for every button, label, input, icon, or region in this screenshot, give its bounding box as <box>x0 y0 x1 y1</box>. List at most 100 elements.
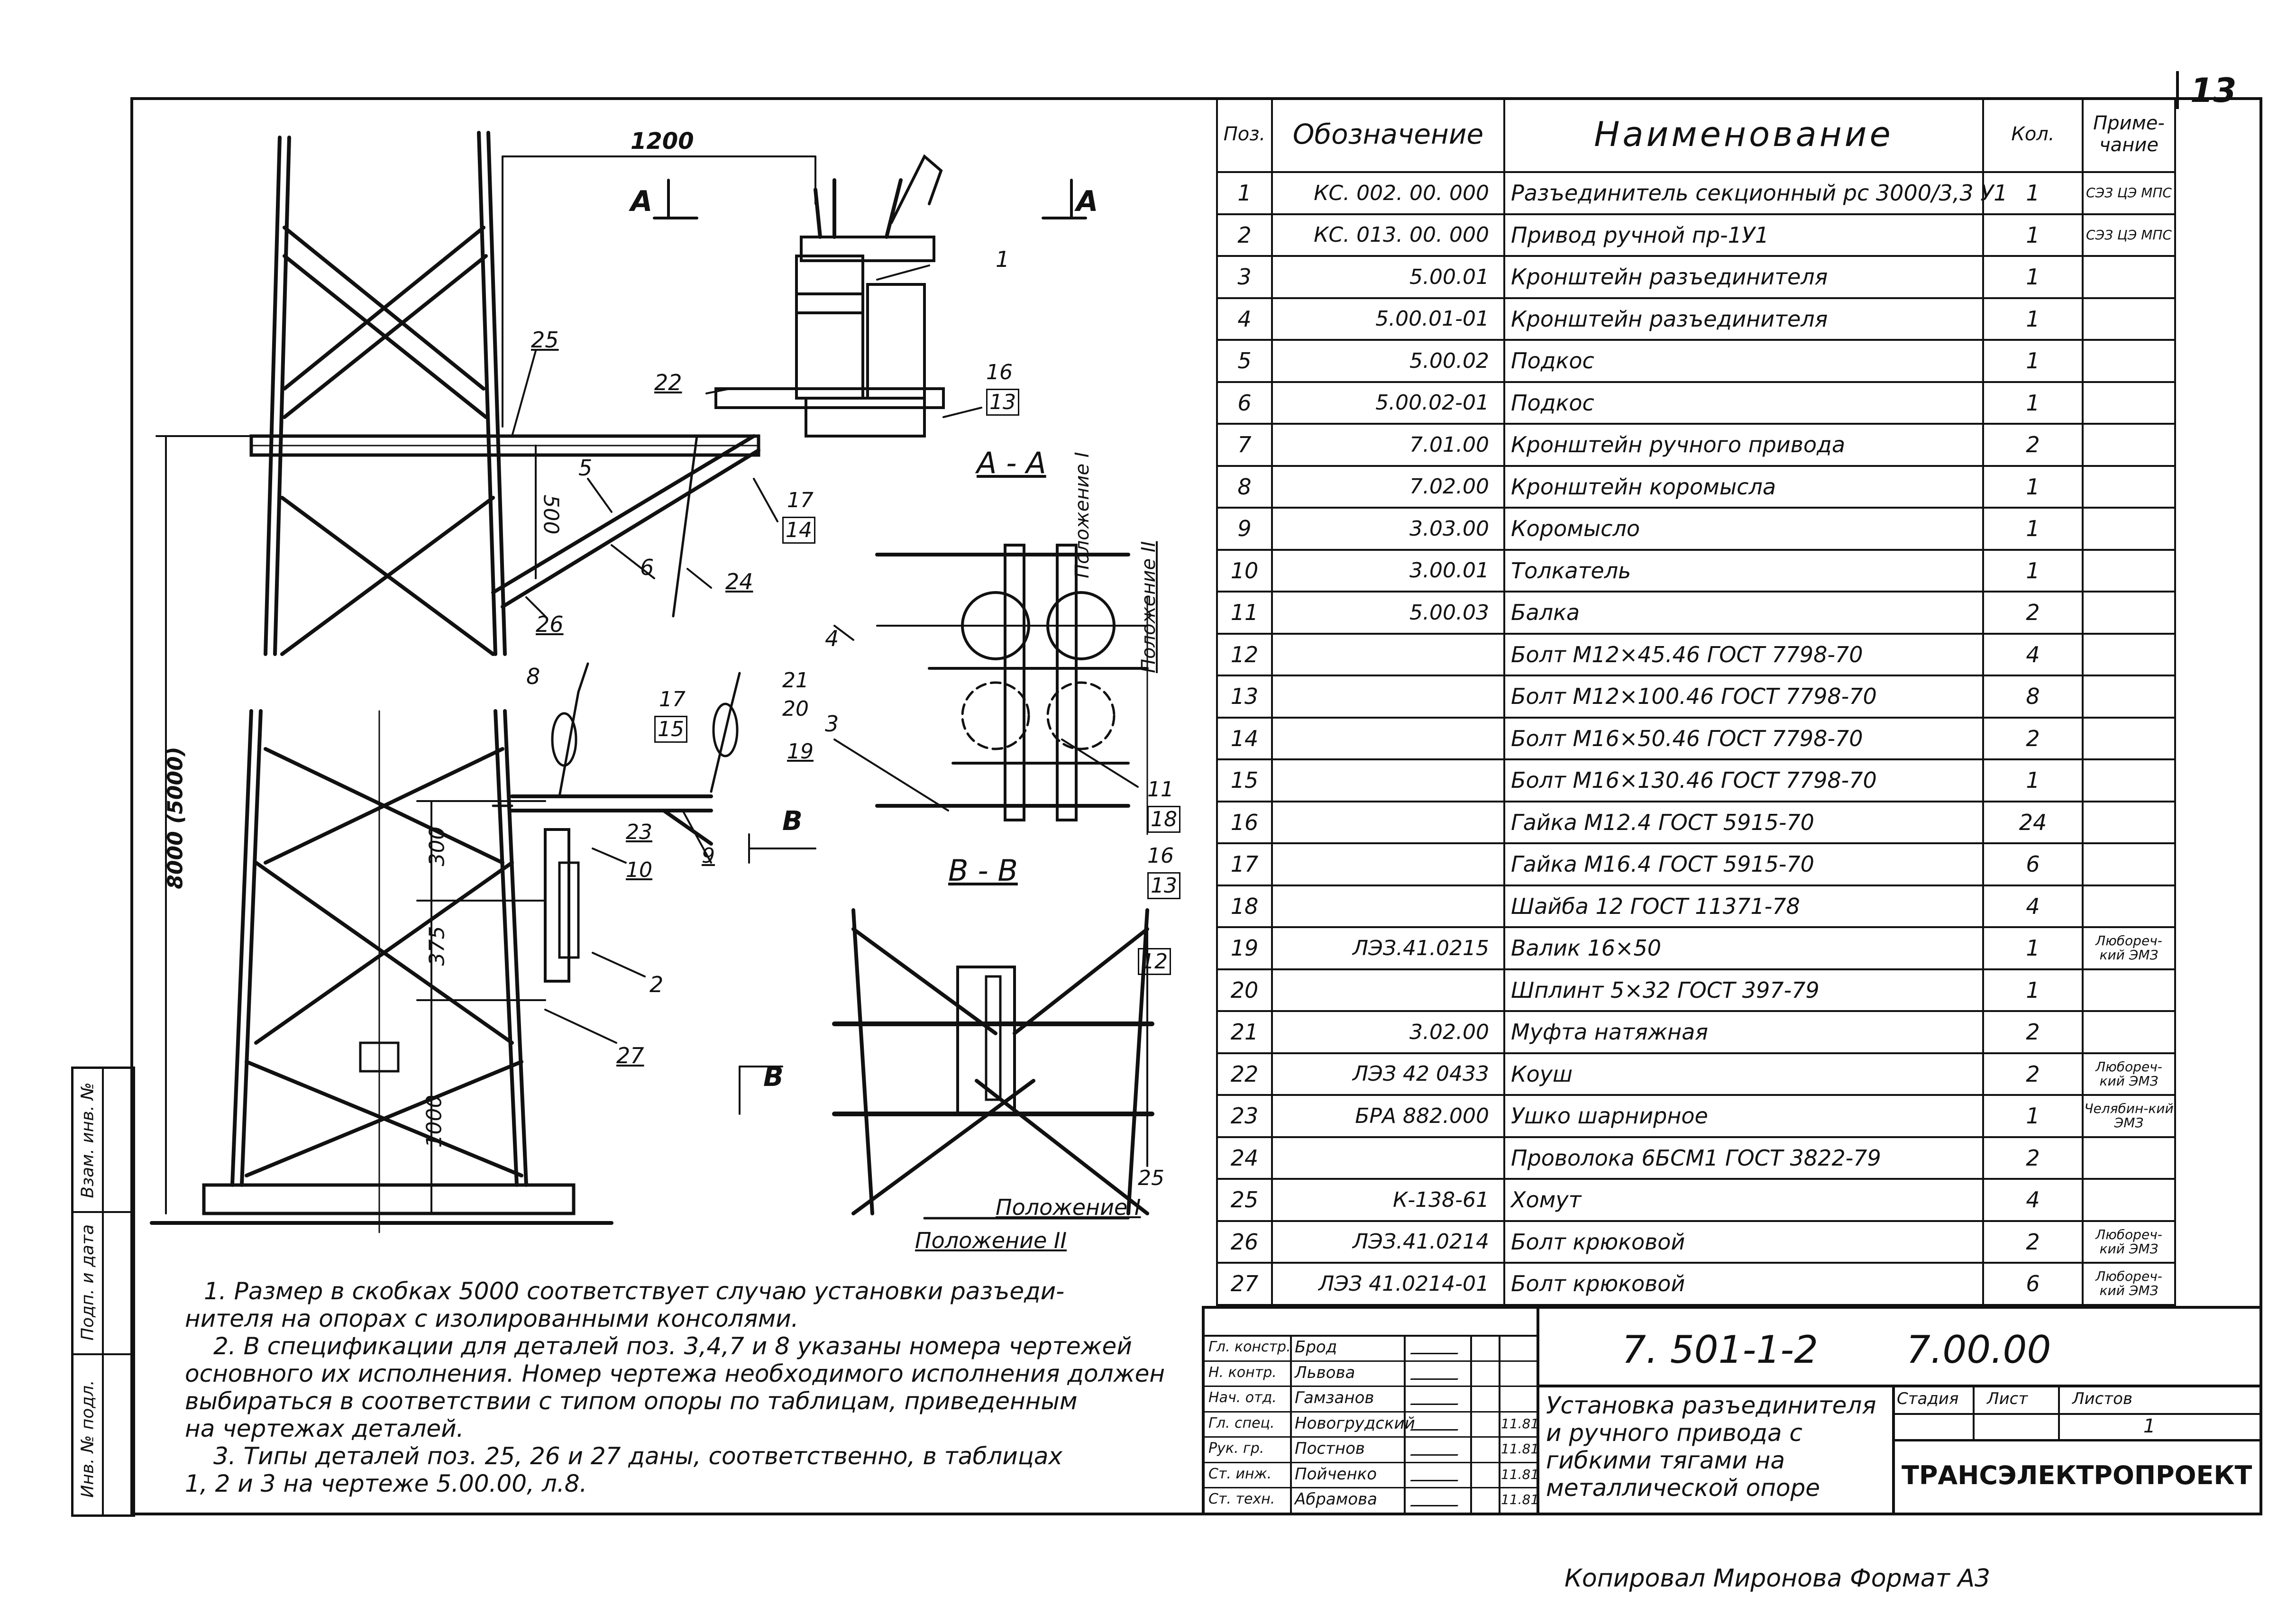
callout: 8 <box>526 664 540 689</box>
signer-role: Н. контр. <box>1208 1364 1277 1381</box>
spec-row-designation: 5.00.01-01 <box>1273 299 1505 341</box>
spec-row-name: Болт М12×45.46 ГОСТ 7798-70 <box>1505 634 1984 676</box>
spec-row-designation <box>1273 970 1505 1012</box>
callout: 15 <box>654 716 687 743</box>
spec-row-designation: ЛЭЗ.41.0215 <box>1273 928 1505 970</box>
signature <box>1410 1445 1464 1456</box>
spec-row-name: Гайка М12.4 ГОСТ 5915-70 <box>1505 802 1984 844</box>
section-marks-a <box>653 179 1087 219</box>
spec-row-qty: 4 <box>1984 1180 2084 1222</box>
callout: 6 <box>640 555 654 580</box>
spec-row-pos: 26 <box>1216 1222 1273 1264</box>
header-qty: Кол. <box>1984 97 2084 173</box>
signer-name: Пойченко <box>1295 1464 1377 1484</box>
spec-row-name: Толкатель <box>1505 550 1984 593</box>
spec-row-qty: 1 <box>1984 299 2084 341</box>
spec-row-note: Любореч-кий ЭМЗ <box>2084 928 2176 970</box>
spec-row-name: Проволока 6БСМ1 ГОСТ 3822-79 <box>1505 1138 1984 1180</box>
spec-row-qty: 1 <box>1984 928 2084 970</box>
spec-row-qty: 2 <box>1984 718 2084 760</box>
spec-row-qty: 1 <box>1984 509 2084 551</box>
position-2-label: Положение II <box>1138 541 1160 673</box>
spec-row-note <box>2084 1138 2176 1180</box>
manual-drive <box>492 662 741 983</box>
spec-row-name: Болт М12×100.46 ГОСТ 7798-70 <box>1505 676 1984 719</box>
callout: 19 <box>787 739 814 764</box>
section-bb-title: В - В <box>948 853 1018 888</box>
spec-row-qty: 1 <box>1984 970 2084 1012</box>
position-2-label-bb: Положение II <box>915 1228 1067 1253</box>
callout: 16 <box>1147 844 1174 868</box>
spec-row-pos: 1 <box>1216 173 1273 215</box>
callout: 23 <box>626 820 652 844</box>
spec-row-qty: 2 <box>1984 425 2084 467</box>
spec-row-name: Коромысло <box>1505 509 1984 551</box>
spec-row-pos: 6 <box>1216 383 1273 425</box>
spec-row-note <box>2084 1012 2176 1054</box>
callout: 25 <box>531 327 559 353</box>
spec-row-qty: 4 <box>1984 886 2084 928</box>
spec-row-pos: 9 <box>1216 509 1273 551</box>
dim-height: 8000 (5000) <box>163 747 188 889</box>
dim-300: 300 <box>425 826 449 866</box>
header-pos: Поз. <box>1216 97 1273 173</box>
spec-row-note <box>2084 760 2176 802</box>
callout: 3 <box>825 711 839 737</box>
spec-row-name: Кронштейн ручного привода <box>1505 425 1984 467</box>
callout: 27 <box>616 1043 644 1068</box>
spec-row-qty: 1 <box>1984 257 2084 299</box>
spec-row-name: Болт М16×130.46 ГОСТ 7798-70 <box>1505 760 1984 802</box>
spec-row-pos: 11 <box>1216 593 1273 635</box>
disconnector <box>714 154 945 438</box>
spec-row-designation: 7.02.00 <box>1273 466 1505 509</box>
dimensions-lower <box>416 800 816 1214</box>
callout: 11 <box>1147 777 1174 802</box>
spec-row-pos: 23 <box>1216 1096 1273 1138</box>
signer-date: 11.81 <box>1501 1441 1539 1457</box>
header-name: Наименование <box>1505 97 1984 173</box>
spec-row-qty: 8 <box>1984 676 2084 719</box>
spec-row-qty: 1 <box>1984 550 2084 593</box>
cut-b-right: В <box>782 806 803 837</box>
spec-row-name: Шплинт 5×32 ГОСТ 397-79 <box>1505 970 1984 1012</box>
dim-1200: 1200 <box>631 128 694 155</box>
spec-row-qty: 24 <box>1984 802 2084 844</box>
spec-row-designation <box>1273 676 1505 719</box>
spec-row-pos: 19 <box>1216 928 1273 970</box>
spec-row-designation <box>1273 718 1505 760</box>
spec-row-note <box>2084 425 2176 467</box>
signer-name: Брод <box>1295 1338 1337 1357</box>
spec-row-pos: 20 <box>1216 970 1273 1012</box>
note-line: 1. Размер в скобках 5000 соответствует с… <box>204 1277 1065 1305</box>
spec-row-designation <box>1273 634 1505 676</box>
note-line: выбираться в соответствии с типом опоры … <box>185 1387 1078 1415</box>
spec-row-qty: 1 <box>1984 466 2084 509</box>
section-bb-view <box>832 908 1154 1220</box>
sheets-label: Листов <box>2072 1389 2133 1408</box>
signature <box>1410 1470 1464 1481</box>
spec-row-name: Кронштейн разъединителя <box>1505 299 1984 341</box>
spec-row-pos: 12 <box>1216 634 1273 676</box>
spec-row-name: Шайба 12 ГОСТ 11371-78 <box>1505 886 1984 928</box>
dim-375: 375 <box>425 926 449 966</box>
drawing-frame <box>130 97 2262 1515</box>
note-line: 3. Типы деталей поз. 25, 26 и 27 даны, с… <box>213 1442 1062 1470</box>
signer-role: Ст. техн. <box>1208 1491 1275 1507</box>
spec-row-name: Гайка М16.4 ГОСТ 5915-70 <box>1505 844 1984 886</box>
spec-row-pos: 15 <box>1216 760 1273 802</box>
spec-row-designation <box>1273 844 1505 886</box>
spec-row-qty: 1 <box>1984 1096 2084 1138</box>
strut <box>491 434 760 618</box>
header-designation: Обозначение <box>1273 97 1505 173</box>
spec-row-qty: 2 <box>1984 593 2084 635</box>
signer-date: 11.81 <box>1501 1466 1539 1482</box>
callout: 26 <box>536 611 564 637</box>
spec-row-qty: 4 <box>1984 634 2084 676</box>
callout: 16 <box>986 360 1013 384</box>
cut-a-right: А <box>1076 185 1098 218</box>
signer-role: Ст. инж. <box>1208 1465 1272 1482</box>
note-line: основного их исполнения. Номер чертежа н… <box>185 1360 1165 1387</box>
spec-row-note <box>2084 802 2176 844</box>
spec-row-designation: 3.00.01 <box>1273 550 1505 593</box>
